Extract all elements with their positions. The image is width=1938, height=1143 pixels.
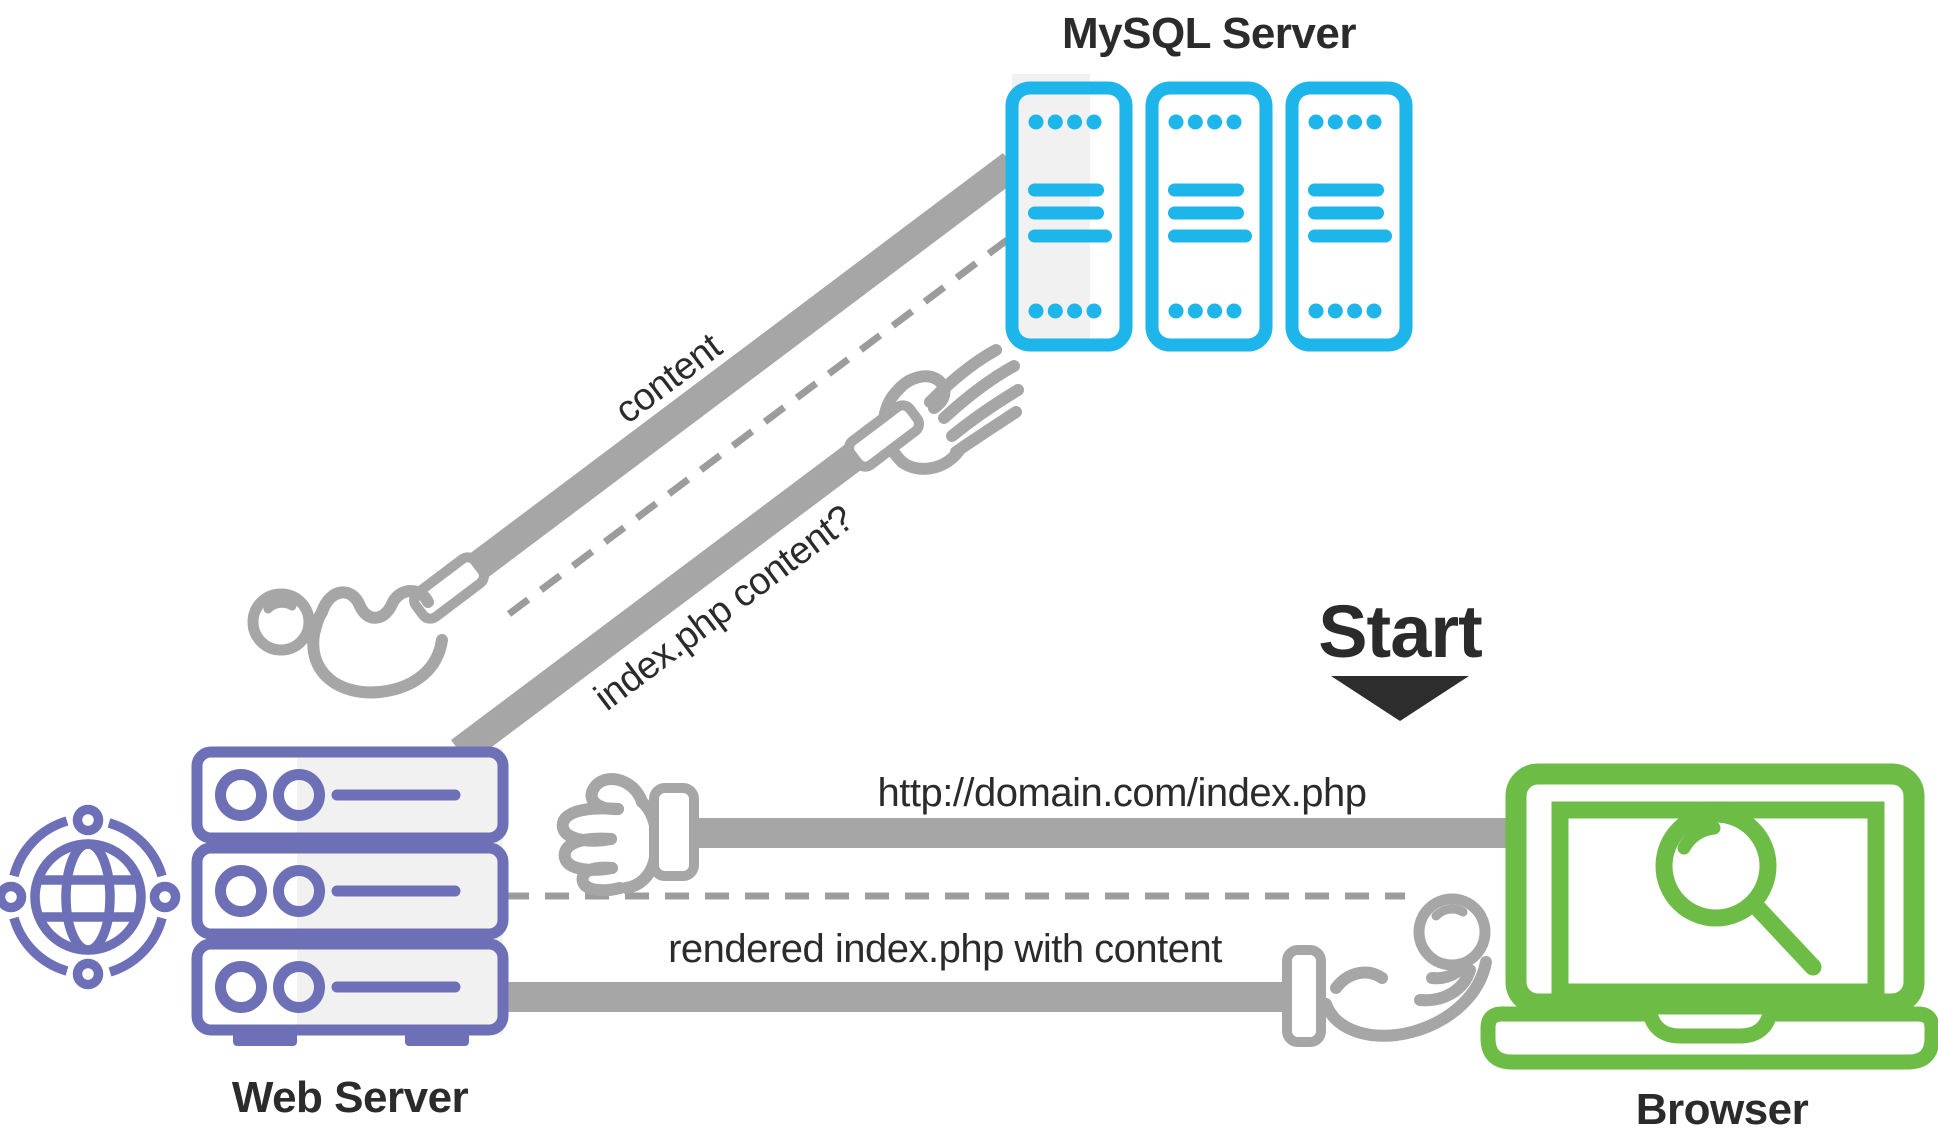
start-indicator: Start (1318, 590, 1483, 721)
server-tower-icon (1152, 88, 1266, 345)
browser-label: Browser (1636, 1085, 1809, 1134)
edge-db-query-line (451, 425, 889, 764)
edge-rendered-label: rendered index.php with content (668, 927, 1222, 971)
mysql-server-label: MySQL Server (1062, 9, 1356, 58)
hand-query-mysql-icon (844, 344, 1024, 475)
cuff-icon (649, 783, 699, 881)
hand-webserver-icon (556, 773, 699, 897)
edge-db-return-line (506, 237, 1010, 617)
hand-receive-content-icon (247, 552, 489, 699)
edge-db-return-dashed (506, 237, 1010, 617)
cuff-icon (844, 400, 924, 472)
browser-node: Browser (1480, 763, 1938, 1134)
server-tower-icon (1292, 88, 1406, 345)
mysql-server-node: MySQL Server (1012, 9, 1406, 348)
hand-browser-icon (1282, 893, 1492, 1047)
down-triangle-icon (1331, 676, 1469, 721)
cuff-icon (1282, 945, 1326, 1047)
web-server-label: Web Server (232, 1073, 469, 1122)
rack-foot (233, 1028, 297, 1046)
web-server-node: Web Server (197, 748, 503, 1122)
laptop-base (1480, 1006, 1938, 1070)
edge-http-label: http://domain.com/index.php (877, 771, 1366, 815)
edge-content-line (439, 153, 1022, 600)
magnifier-icon (1655, 805, 1822, 976)
globe-icon (0, 804, 181, 990)
edge-db-query: index.php content? (451, 425, 889, 764)
edge-http-request: http://domain.com/index.php (690, 771, 1515, 848)
edge-rendered-response: rendered index.php with content (505, 927, 1289, 1012)
rack-foot (405, 1028, 469, 1046)
start-label: Start (1318, 590, 1482, 673)
laptop-lid (1505, 763, 1925, 1015)
